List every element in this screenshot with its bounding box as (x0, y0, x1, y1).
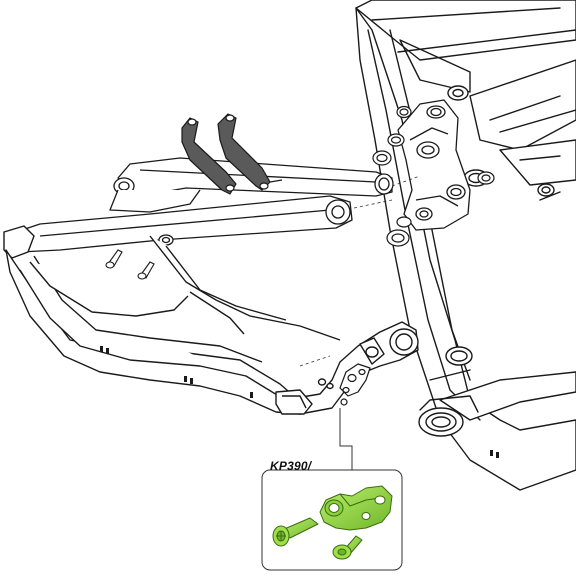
hanger-bolt-short (332, 535, 363, 560)
rocker-link (397, 99, 471, 231)
chainstay-hardware (100, 346, 499, 458)
seat-stays (9, 157, 394, 253)
derailleur-hanger-part (319, 485, 393, 531)
chainstay (3, 225, 419, 415)
part-number-label: KP390/ (270, 459, 312, 473)
rocker-bearings (372, 105, 495, 247)
callout-box (261, 469, 403, 571)
derailleur-hanger-exploded (339, 363, 371, 406)
callout-leader-line (339, 408, 353, 470)
stay-bolts (105, 249, 155, 280)
main-frame (355, 0, 576, 491)
link-arms (181, 113, 283, 195)
hanger-bolt-long (272, 517, 319, 547)
